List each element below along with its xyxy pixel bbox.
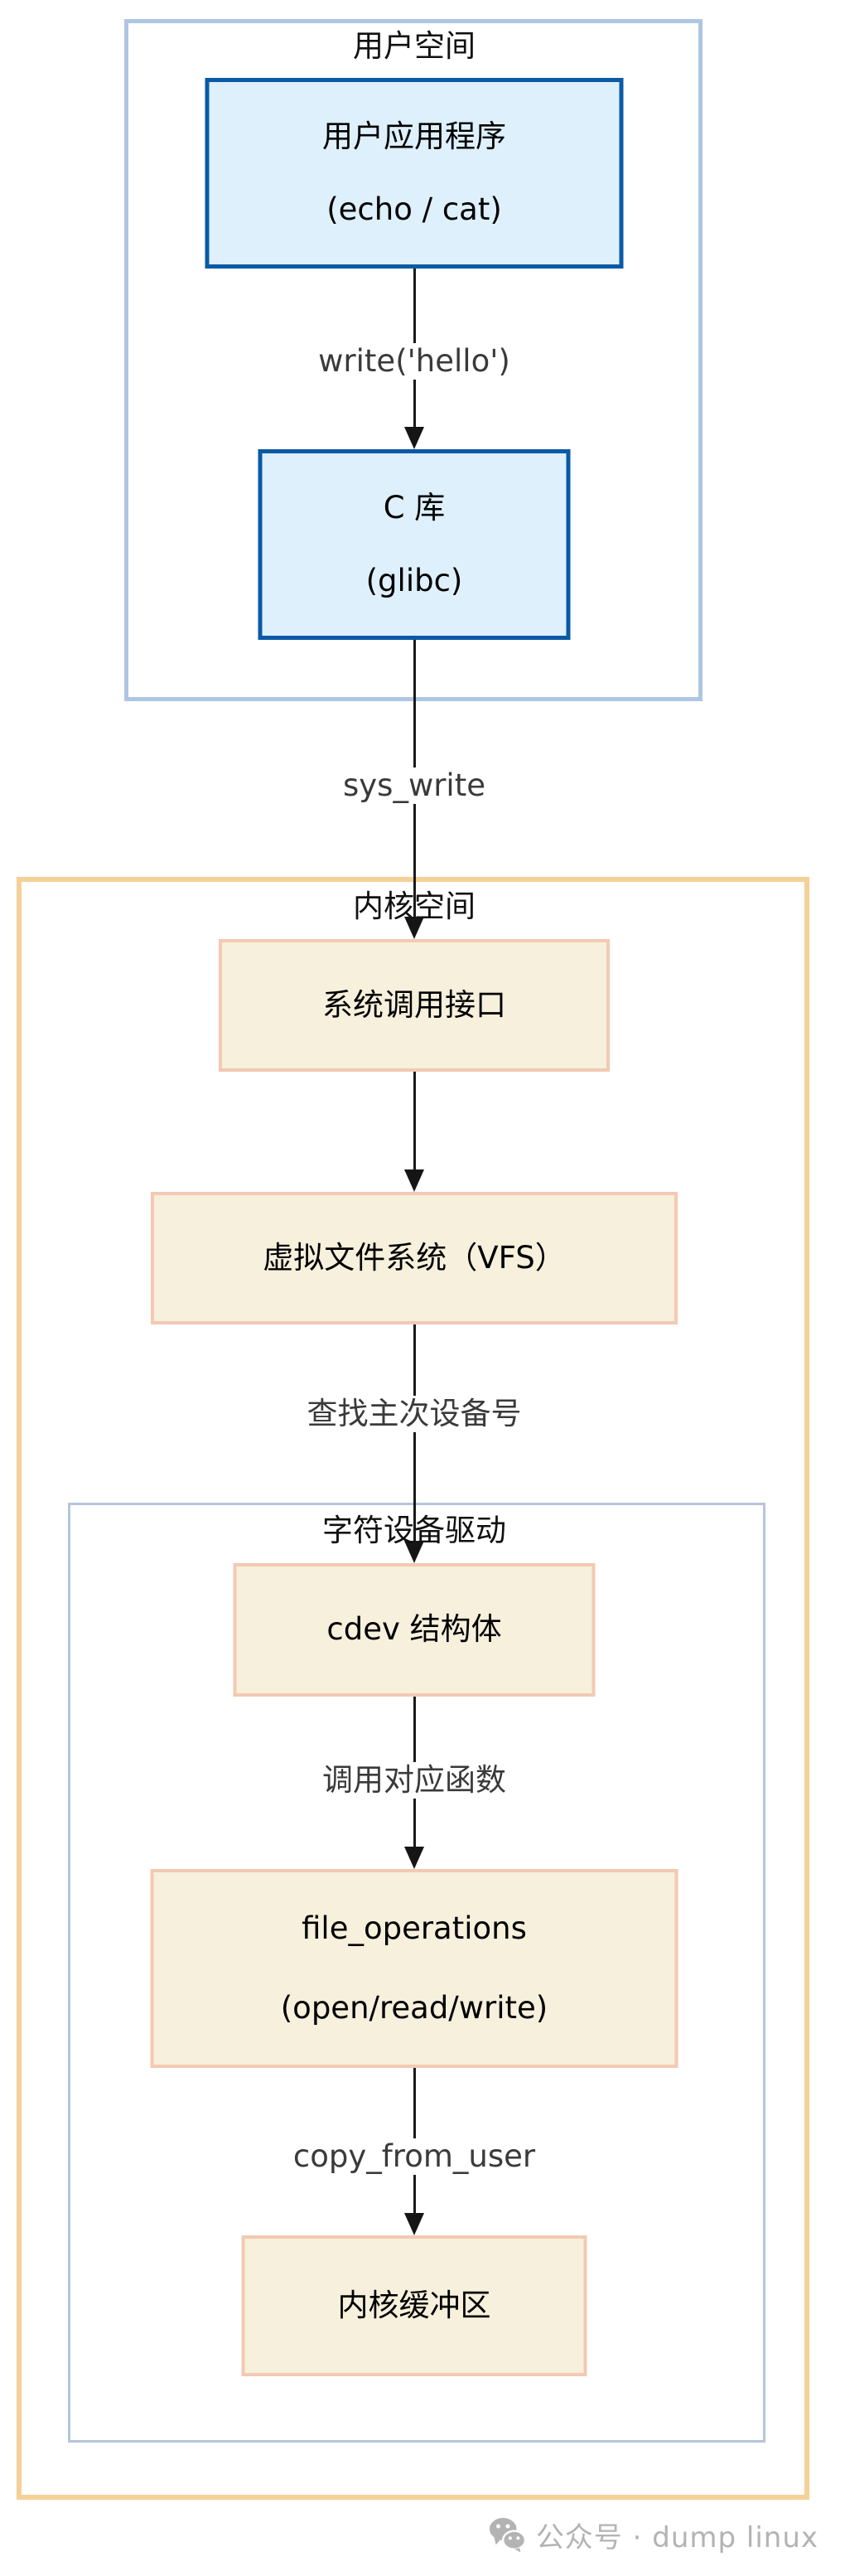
- user-app-box: 用户应用程序 (echo / cat): [205, 78, 624, 269]
- cdev-struct-label: cdev 结构体: [326, 1611, 502, 1648]
- wechat-icon: [489, 2517, 526, 2553]
- user-space-title: 用户空间: [353, 28, 476, 64]
- file-operations-box-line2: (open/read/write): [280, 1990, 548, 2026]
- vfs-box: 虚拟文件系统（VFS）: [151, 1192, 678, 1324]
- file-operations-box-line1: file_operations: [302, 1910, 527, 1946]
- vfs-label: 虚拟文件系统（VFS）: [263, 1239, 566, 1276]
- lookup-devnum-label: 查找主次设备号: [295, 1396, 534, 1433]
- kernel-buffer-box: 内核缓冲区: [241, 2235, 587, 2376]
- file-operations-box: file_operations (open/read/write): [150, 1869, 678, 2068]
- copy-from-user-label: copy_from_user: [281, 2138, 548, 2176]
- arrow-app-to-clib-head: [404, 427, 424, 449]
- watermark-text: 公众号 · dump linux: [535, 2520, 818, 2554]
- watermark: 公众号 · dump linux: [488, 2513, 818, 2556]
- clib-box-line2: (glibc): [365, 563, 463, 598]
- write-hello-label: write('hello'): [307, 343, 522, 380]
- arrow-vfs-to-cdev-line: [413, 1324, 416, 1542]
- char-device-driver-title: 字符设备驱动: [322, 1513, 506, 1548]
- sys-write-label: sys_write: [331, 767, 497, 805]
- call-function-label: 调用对应函数: [311, 1762, 518, 1799]
- arrow-fops-to-buffer-head: [404, 2213, 424, 2235]
- kernel-buffer-label: 内核缓冲区: [337, 2287, 491, 2323]
- arrow-syscall-to-vfs-head: [404, 1169, 424, 1192]
- user-app-box-line1: 用户应用程序: [322, 119, 506, 154]
- clib-box: C 库 (glibc): [258, 449, 571, 640]
- syscall-interface-box: 系统调用接口: [219, 939, 610, 1072]
- arrow-syscall-to-vfs-line: [413, 1072, 416, 1170]
- syscall-interface-label: 系统调用接口: [322, 986, 506, 1023]
- cdev-struct-box: cdev 结构体: [233, 1563, 596, 1697]
- arrow-cdev-to-fops-head: [404, 1847, 424, 1869]
- arrow-vfs-to-cdev-head: [404, 1541, 424, 1563]
- user-app-box-line2: (echo / cat): [326, 191, 502, 227]
- arrow-clib-to-syscall-head: [404, 917, 424, 939]
- clib-box-line1: C 库: [383, 490, 446, 525]
- kernel-space-title: 内核空间: [353, 889, 476, 924]
